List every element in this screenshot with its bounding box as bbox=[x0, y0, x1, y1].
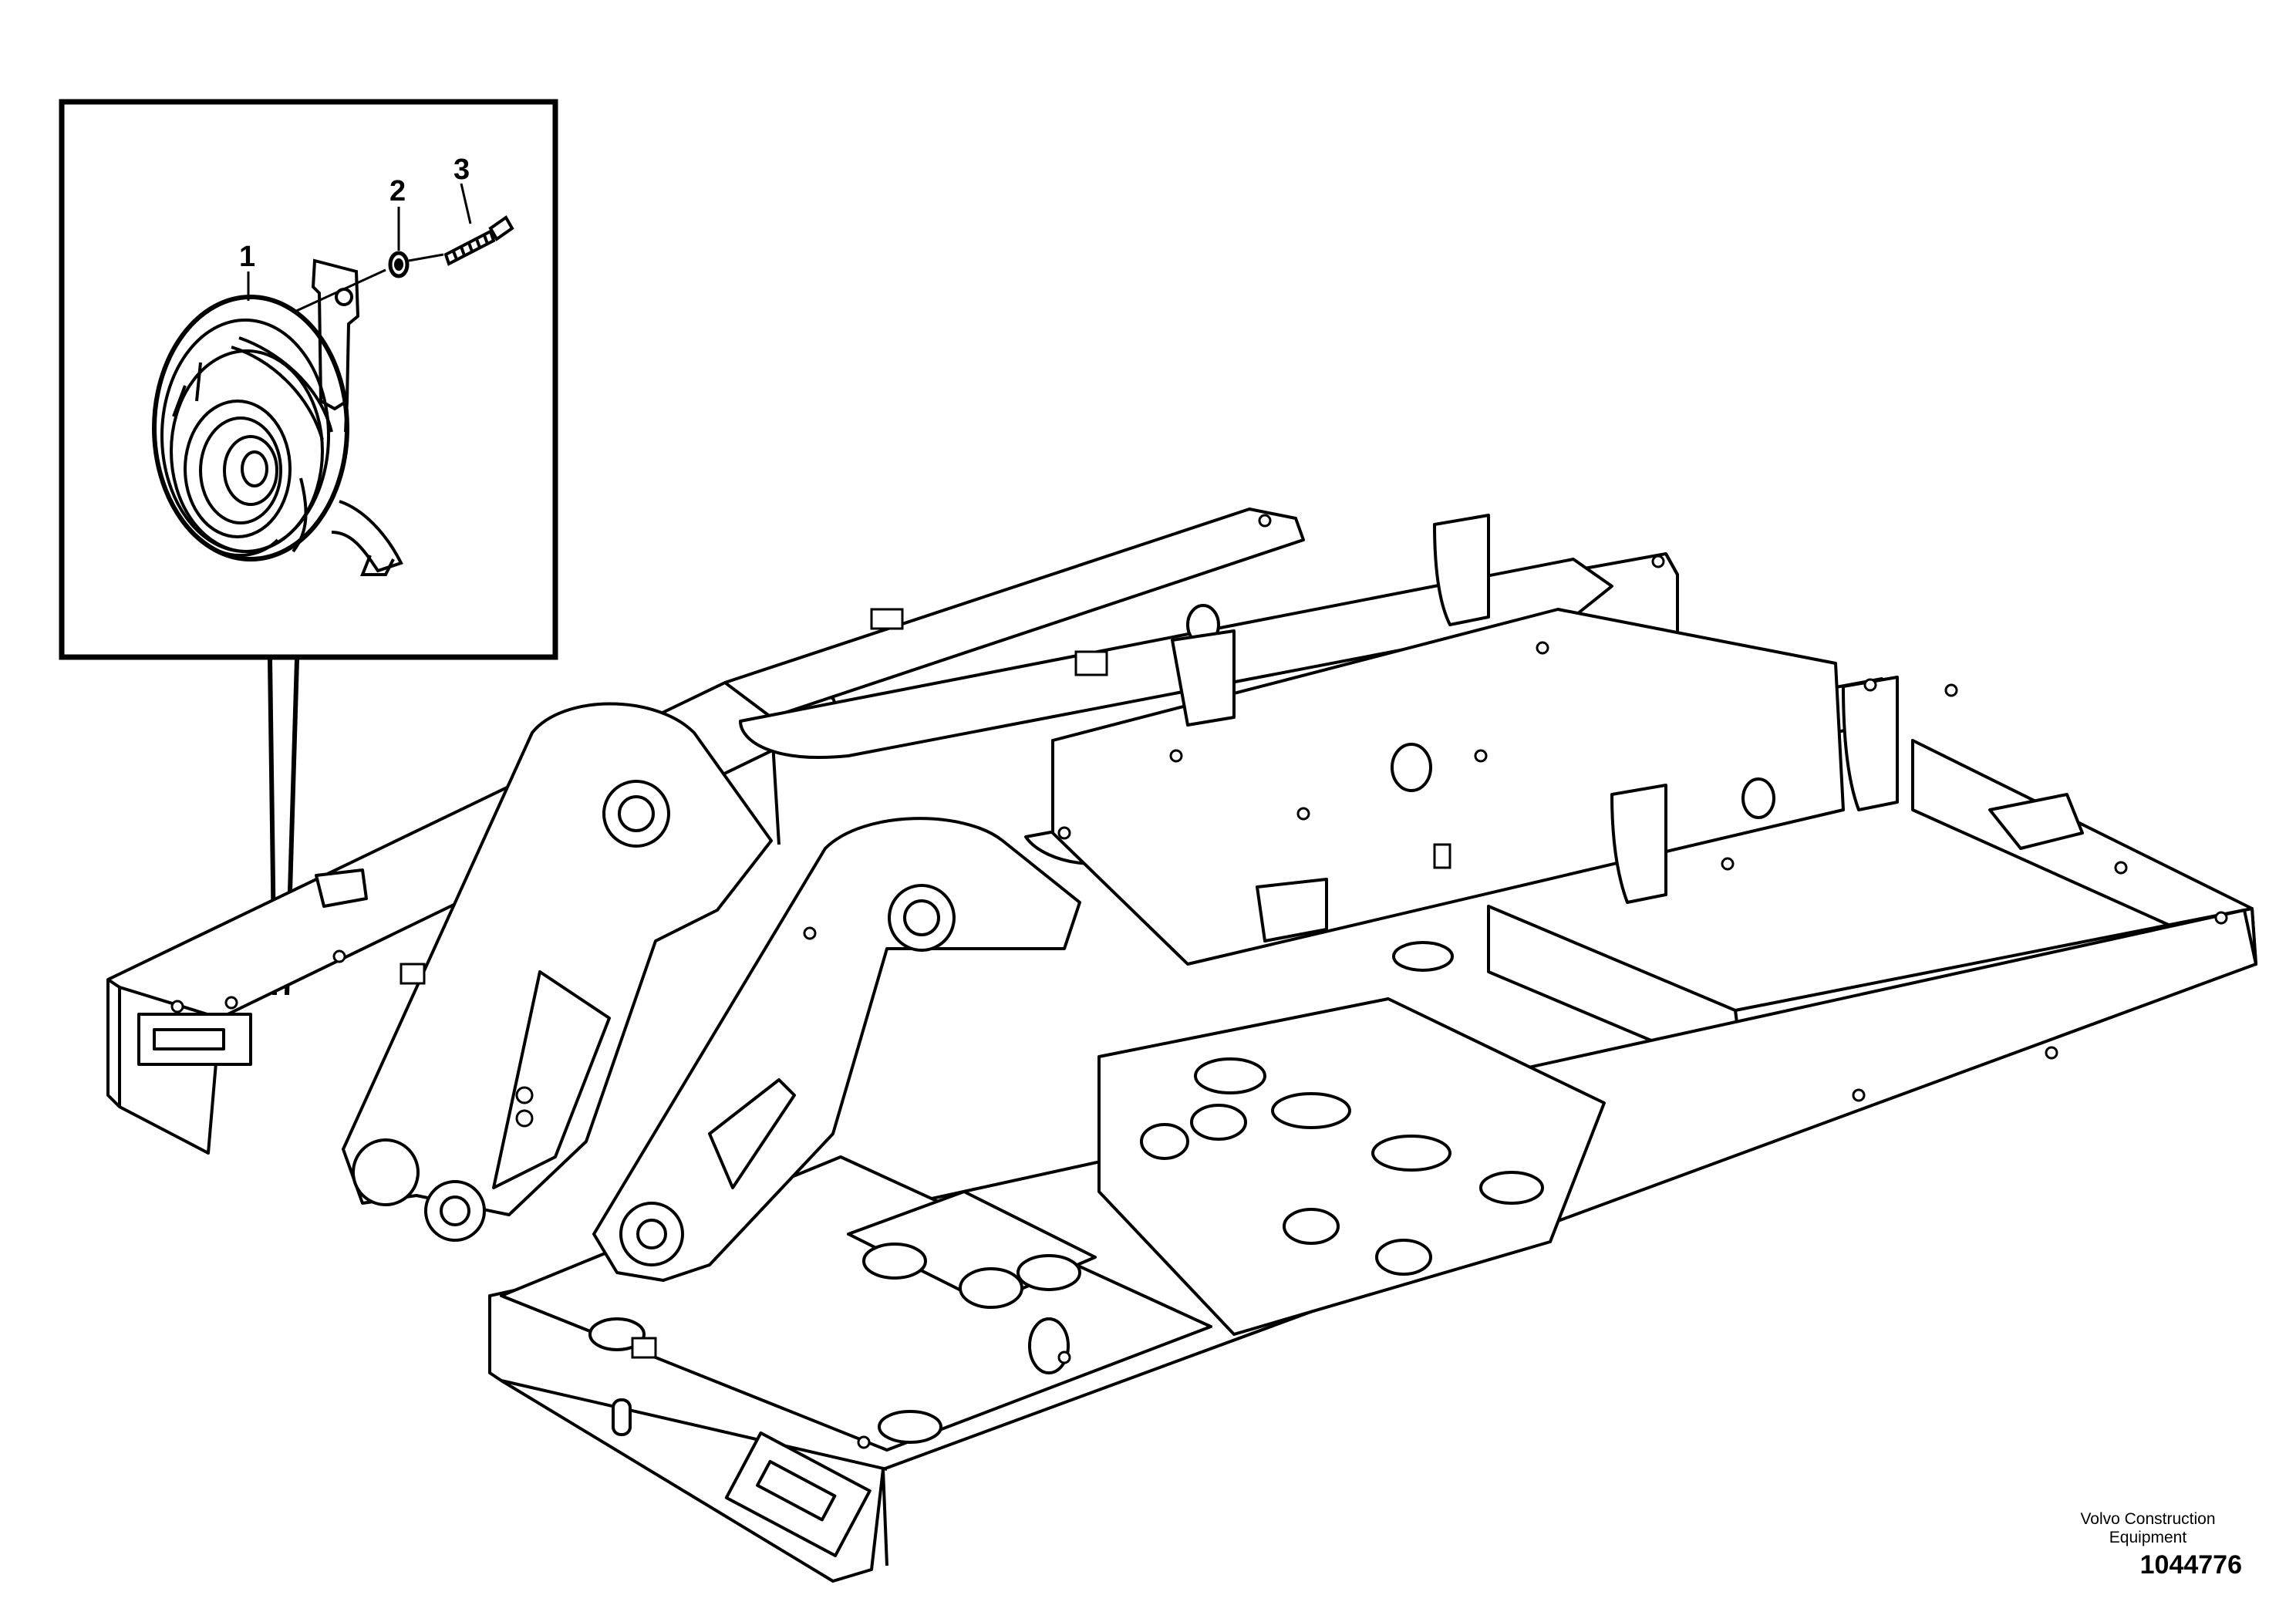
horn-mount-bracket bbox=[315, 868, 368, 908]
horn-part-1 bbox=[152, 295, 403, 576]
front-rail-handle bbox=[724, 1431, 872, 1557]
bolt-part-3 bbox=[443, 215, 514, 266]
leader-3 bbox=[460, 183, 472, 224]
assembly-axis bbox=[292, 253, 444, 314]
manufacturer-line-2: Equipment bbox=[2109, 1529, 2187, 1546]
drawing-reference-number: 1044776 bbox=[2139, 1550, 2242, 1580]
washer-part-2 bbox=[388, 251, 410, 278]
manufacturer-line-1: Volvo Construction bbox=[2080, 1510, 2216, 1528]
saddle-bracket-3 bbox=[1610, 784, 1667, 904]
frame-fasteners bbox=[170, 514, 2228, 1449]
square-pads bbox=[400, 608, 1451, 1359]
detail-inset bbox=[59, 99, 558, 660]
angle-bracket-1 bbox=[1256, 878, 1328, 943]
excavator-upper-frame bbox=[106, 508, 2257, 1583]
floor-holes bbox=[588, 604, 1775, 1444]
saddle-bracket-1 bbox=[1433, 514, 1490, 626]
mid-frame-box bbox=[1051, 608, 1845, 966]
saddle-bracket-2 bbox=[1842, 676, 1899, 811]
callout-2: 2 bbox=[389, 175, 406, 207]
top-rear-rail bbox=[723, 508, 1305, 719]
saddle-bracket-4 bbox=[1171, 629, 1236, 727]
left-beam-handle bbox=[137, 1013, 252, 1066]
manufacturer-label: Volvo Construction Equipment bbox=[2048, 1510, 2248, 1547]
detail-inset-frame bbox=[59, 99, 558, 660]
callout-3: 3 bbox=[453, 153, 470, 186]
angle-bracket-2 bbox=[1988, 793, 2084, 850]
callout-1: 1 bbox=[239, 241, 255, 273]
boom-tower-right bbox=[592, 817, 1081, 1282]
